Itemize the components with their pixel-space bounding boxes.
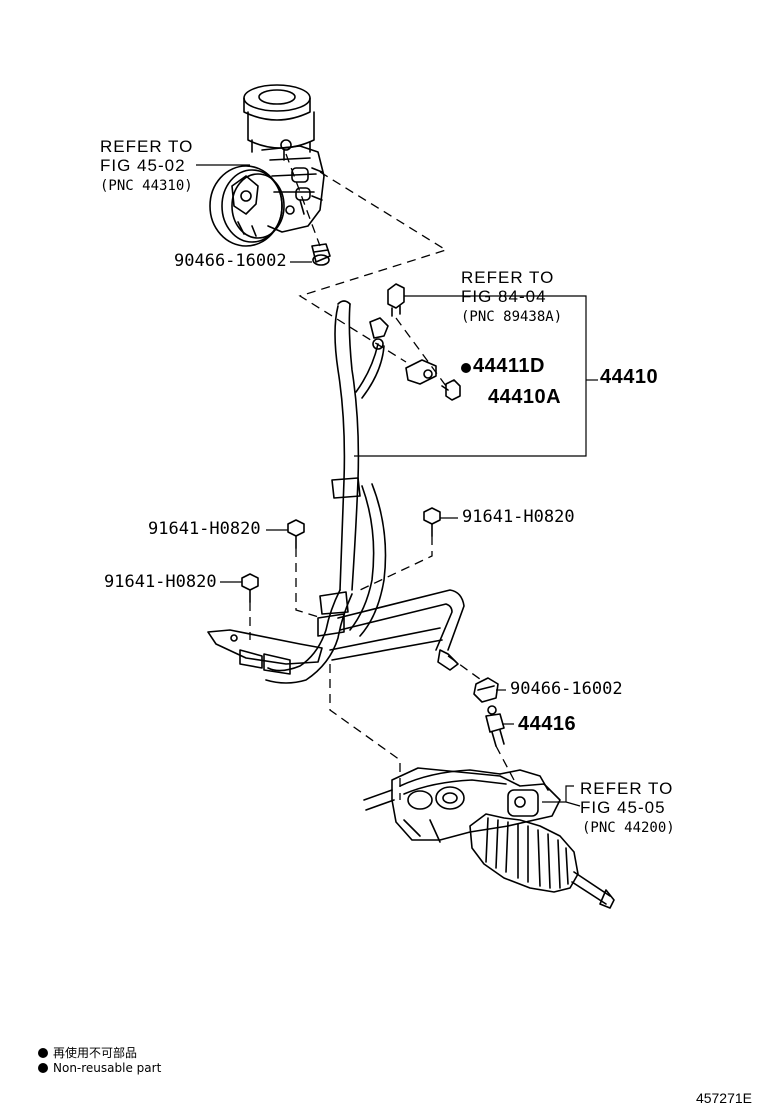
pressure-line-union (369, 317, 389, 350)
legend-bullet-icon (38, 1063, 48, 1073)
pressure-sensor (387, 283, 405, 317)
figure-id: 457271E (695, 1090, 752, 1106)
part-44410a-label: 44410A (488, 386, 562, 408)
legend-jp-text: 再使用不可部品 (53, 1046, 138, 1060)
gear-refer-line1: REFER TO (580, 779, 674, 798)
legend-japanese: 再使用不可部品 (38, 1044, 137, 1061)
tube-fitting-44416 (485, 705, 505, 747)
part-44411d-label: 44411D (473, 355, 545, 377)
hose-clip-lower (473, 677, 499, 703)
pressure-feed-hose (207, 300, 465, 684)
bolt-right (423, 507, 441, 537)
bolt-left-upper-label: 91641-H0820 (148, 519, 261, 539)
leader-lines (196, 164, 598, 807)
bolt-right-label: 91641-H0820 (462, 507, 575, 527)
gasket-44411d (405, 359, 437, 385)
sensor-refer-pnc: (PNC 89438A) (461, 309, 563, 325)
bolt-left-lower (241, 573, 259, 603)
pump-refer-pnc: (PNC 44310) (100, 178, 193, 194)
gear-refer-pnc: (PNC 44200) (582, 820, 675, 836)
steering-gear (363, 767, 615, 909)
sensor-refer-line1: REFER TO (461, 268, 555, 287)
sensor-refer-line2[interactable]: FIG 84-04 (461, 287, 547, 306)
pump-refer-line2[interactable]: FIG 45-02 (100, 156, 186, 175)
union-bolt-44410a (441, 379, 461, 401)
hose-clip-upper (311, 243, 331, 266)
legend-english: Non-reusable part (38, 1061, 161, 1075)
part-44410-label: 44410 (600, 366, 659, 388)
legend-bullet-icon (38, 1048, 48, 1058)
pump-refer-line1: REFER TO (100, 137, 194, 156)
bolt-left-upper (287, 519, 305, 549)
clip-lower-part-number: 90466-16002 (510, 679, 623, 699)
legend-en-text: Non-reusable part (53, 1061, 162, 1075)
gear-refer-line2[interactable]: FIG 45-05 (580, 798, 666, 817)
non-reusable-mark (461, 363, 471, 373)
clip-top-part-number: 90466-16002 (174, 251, 287, 271)
bolt-left-lower-label: 91641-H0820 (104, 572, 217, 592)
part-44416-label: 44416 (518, 713, 577, 735)
assembly-dashed-lines (249, 153, 515, 800)
